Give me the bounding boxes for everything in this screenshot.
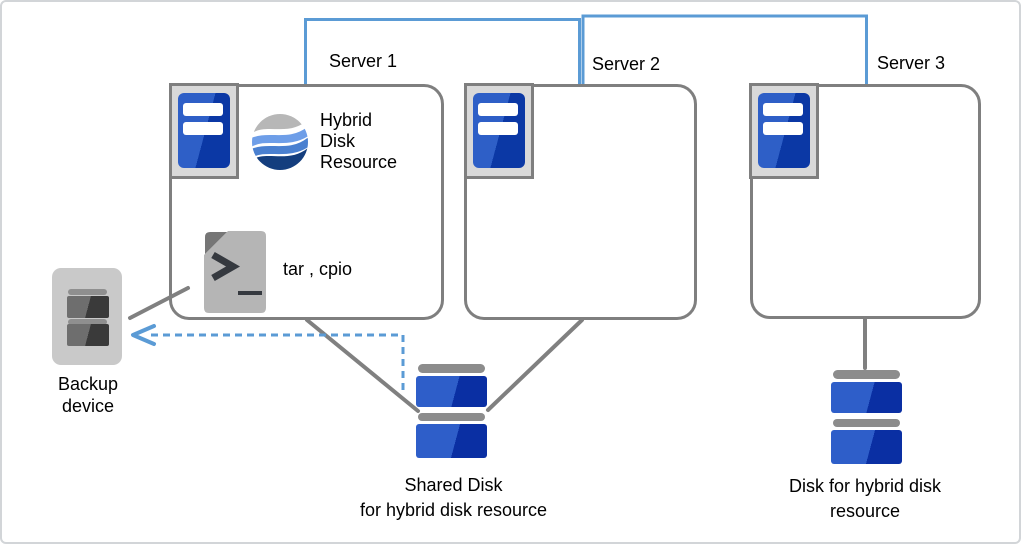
backup-flow-arrowhead-icon — [131, 324, 156, 346]
backup-device-icon — [52, 268, 122, 365]
shared-disk-icon — [416, 364, 487, 458]
backup-device-slot — [68, 289, 107, 295]
server-icon-slot — [183, 103, 223, 116]
server-icon — [169, 83, 239, 179]
backup-device-drive — [67, 296, 109, 318]
shell-script-icon — [204, 231, 266, 313]
backup-device-label: Backup device — [57, 374, 119, 416]
server-icon-body — [178, 93, 230, 168]
server-icon-body — [758, 93, 810, 168]
server-icon-slot — [763, 122, 803, 135]
server-icon — [749, 83, 819, 179]
shared-disk-label: Shared Disk for hybrid disk resource — [359, 475, 548, 520]
wave-sphere-icon — [252, 114, 308, 170]
hybrid-disk-label: Disk for hybrid disk resource — [788, 476, 942, 521]
backup-flow-dashed-line — [146, 333, 405, 390]
backup-device-drive — [67, 324, 109, 346]
server1-to-shared-disk-line — [305, 318, 420, 413]
hybrid-disk-resource-label: Hybrid Disk Resource — [320, 110, 398, 172]
server-icon-slot — [763, 103, 803, 116]
server-2-label: Server 2 — [592, 54, 661, 74]
disk-icon — [831, 370, 902, 464]
server-icon-slot — [478, 122, 518, 135]
server-icon — [464, 83, 534, 179]
server-icon-body — [473, 93, 525, 168]
server-1-label: Server 1 — [329, 51, 398, 71]
server-icon-slot — [183, 122, 223, 135]
server-icon-slot — [478, 103, 518, 116]
backup-tools-label: tar , cpio — [283, 259, 353, 279]
backup-device-slot — [68, 319, 107, 325]
server-3-label: Server 3 — [877, 53, 946, 73]
server2-to-shared-disk-line — [486, 318, 584, 412]
